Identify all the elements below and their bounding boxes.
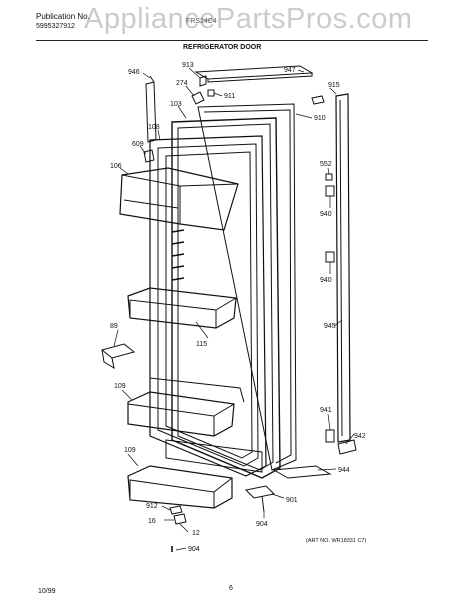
spacer-552 (325, 173, 333, 181)
callout-904-right: 904 (256, 521, 268, 528)
door-handle-rail (335, 93, 351, 443)
callout-947: 947 (284, 67, 296, 74)
callout-609: 609 (132, 141, 144, 148)
door-liner (149, 135, 267, 477)
outer-door-shell (197, 103, 297, 471)
page-number: 6 (229, 585, 233, 592)
callout-103: 103 (170, 101, 182, 108)
fastener-940-upper (325, 185, 335, 197)
hinge-bracket (143, 149, 155, 163)
art-number: (ART NO. WR18331 C7) (306, 538, 367, 544)
bin-clip-89 (100, 343, 136, 359)
callout-12: 12 (192, 530, 200, 537)
model-code: FRS24C4 (186, 18, 217, 25)
callout-945: 945 (324, 323, 336, 330)
hinge-rod-946 (145, 81, 157, 143)
fastener-940-lower (325, 251, 335, 263)
callout-940-upper: 940 (320, 211, 332, 218)
callout-940-lower: 940 (320, 277, 332, 284)
bracket-941 (325, 429, 335, 443)
callout-16: 16 (148, 518, 156, 525)
callout-109-bottom: 109 (124, 447, 136, 454)
hinge-cam-274 (191, 91, 205, 105)
door-gasket (171, 117, 281, 479)
publication-label: Publication No. (36, 12, 90, 21)
publication-number: 5995327912 (36, 23, 75, 30)
callout-910: 910 (314, 115, 326, 122)
pin-913 (199, 75, 207, 87)
callout-912: 912 (146, 503, 158, 510)
hinge-part-16 (173, 513, 187, 525)
callout-911: 911 (224, 93, 235, 100)
bracket-942 (337, 439, 357, 455)
callout-552: 552 (320, 161, 332, 168)
callout-901: 901 (286, 497, 298, 504)
callout-944: 944 (338, 467, 350, 474)
date-label: 10/99 (38, 588, 56, 595)
hinge-part-901 (244, 485, 276, 499)
callout-946: 946 (128, 69, 140, 76)
cap-915 (311, 95, 325, 105)
callout-904-bottom: 904 (188, 546, 200, 553)
hinge-part-912 (169, 505, 183, 515)
title-rule (36, 40, 428, 41)
callout-108: 108 (148, 124, 160, 131)
screw-911 (207, 89, 215, 97)
watermark: AppliancePartsPros.com (84, 3, 413, 35)
callout-915: 915 (328, 82, 340, 89)
callout-941: 941 (320, 407, 332, 414)
callout-942: 942 (354, 433, 366, 440)
bottom-trim (272, 465, 332, 479)
callout-115: 115 (196, 341, 207, 348)
callout-274: 274 (176, 80, 188, 87)
section-title: REFRIGERATOR DOOR (183, 44, 262, 51)
callout-89: 89 (110, 323, 118, 330)
callout-109-middle: 109 (114, 383, 126, 390)
callout-106: 106 (110, 163, 122, 170)
dairy-door (119, 167, 239, 231)
callout-913: 913 (182, 62, 194, 69)
